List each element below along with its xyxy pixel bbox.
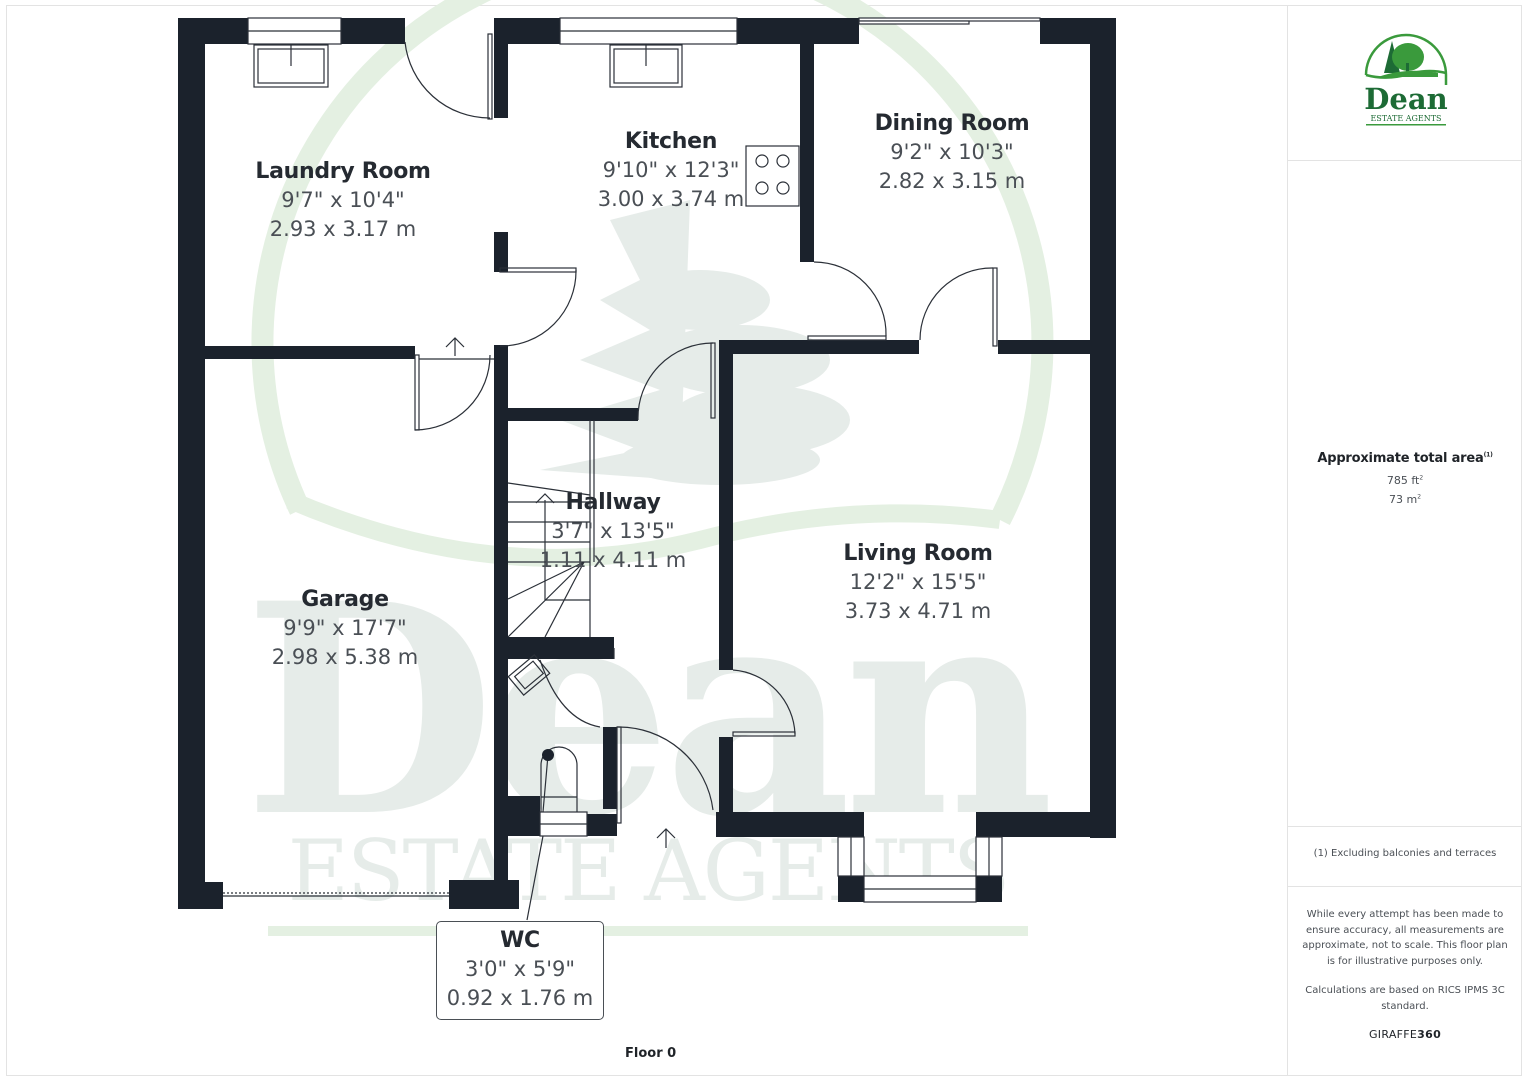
sidebar-divider xyxy=(1287,5,1288,1076)
floor-label: Floor 0 xyxy=(625,1046,677,1061)
room-dim-metric: 0.92 x 1.76 m xyxy=(446,986,594,1010)
total-area-title-text: Approximate total area xyxy=(1317,451,1484,466)
room-name: Living Room xyxy=(843,541,993,566)
credit-light: GIRAFFE xyxy=(1368,1028,1418,1041)
wc-leader-dot xyxy=(542,749,554,761)
logo-tagline-text: ESTATE AGENTS xyxy=(1370,114,1441,123)
room-dim-metric: 2.82 x 3.15 m xyxy=(878,169,1026,193)
room-label-laundry: Laundry Room 9'7" x 10'4" 2.93 x 3.17 m xyxy=(255,158,431,244)
room-dim-imperial: 12'2" x 15'5" xyxy=(849,570,987,594)
room-dim-imperial: 9'9" x 17'7" xyxy=(283,616,407,640)
svg-text:ESTATE AGENTS: ESTATE AGENTS xyxy=(288,822,1009,920)
room-dim-imperial: 3'0" x 5'9" xyxy=(464,957,576,981)
logo-arc-icon xyxy=(1364,33,1448,85)
room-name: Kitchen xyxy=(624,129,718,154)
sidebar-separator xyxy=(1288,826,1522,827)
room-dim-imperial: 9'2" x 10'3" xyxy=(890,140,1014,164)
room-label-garage: Garage 9'9" x 17'7" 2.98 x 5.38 m xyxy=(272,586,418,672)
room-dim-metric: 3.00 x 3.74 m xyxy=(597,187,745,211)
sqm-sup: 2 xyxy=(1417,493,1422,501)
dean-logo: Dean ESTATE AGENTS xyxy=(1364,33,1448,126)
sidebar-separator xyxy=(1288,886,1522,887)
room-name: WC xyxy=(500,928,540,953)
room-name: Hallway xyxy=(565,490,661,515)
room-dim-imperial: 3'7" x 13'5" xyxy=(551,519,675,543)
page-frame xyxy=(6,5,1522,1076)
room-label-kitchen: Kitchen 9'10" x 12'3" 3.00 x 3.74 m xyxy=(598,128,744,214)
footnote-marker: (1) xyxy=(1483,451,1493,459)
room-label-hallway: Hallway 3'7" x 13'5" 1.11 x 4.11 m xyxy=(540,489,686,575)
disclaimer: While every attempt has been made to ens… xyxy=(1302,907,1508,1028)
tree-icon xyxy=(1378,41,1438,77)
fixtures xyxy=(223,17,1041,921)
giraffe360-credit: GIRAFFE360 xyxy=(1288,1028,1522,1041)
sqft-sup: 2 xyxy=(1419,474,1424,482)
room-dim-imperial: 9'10" x 12'3" xyxy=(602,158,740,182)
room-dim-imperial: 9'7" x 10'4" xyxy=(281,188,405,212)
total-area-sqft: 785 ft2 xyxy=(1288,474,1522,487)
room-dim-metric: 3.73 x 4.71 m xyxy=(844,599,992,623)
area-footnote: (1) Excluding balconies and terraces xyxy=(1313,848,1497,859)
room-dim-metric: 2.93 x 3.17 m xyxy=(269,217,417,241)
room-dim-metric: 2.98 x 5.38 m xyxy=(271,645,419,669)
room-name: Garage xyxy=(301,587,389,612)
total-area-title: Approximate total area(1) xyxy=(1288,451,1522,466)
total-area: Approximate total area(1) 785 ft2 73 m2 xyxy=(1288,451,1522,506)
svg-text:Dean: Dean xyxy=(244,541,1052,881)
room-dim-metric: 1.11 x 4.11 m xyxy=(539,548,687,572)
sqft-value: 785 ft xyxy=(1386,474,1420,487)
room-label-dining: Dining Room 9'2" x 10'3" 2.82 x 3.15 m xyxy=(875,110,1030,196)
total-area-sqm: 73 m2 xyxy=(1288,493,1522,506)
watermark: Dean ESTATE AGENTS xyxy=(244,0,1060,936)
room-label-living: Living Room 12'2" x 15'5" 3.73 x 4.71 m xyxy=(843,540,993,626)
walls xyxy=(178,18,1116,909)
disclaimer-accuracy: While every attempt has been made to ens… xyxy=(1302,909,1508,967)
floor-plan: Dean ESTATE AGENTS xyxy=(178,0,1116,936)
room-name: Laundry Room xyxy=(255,159,431,184)
sidebar-separator xyxy=(1288,160,1522,161)
sidebar: Dean ESTATE AGENTS Approximate total are… xyxy=(1288,5,1522,1076)
room-label-wc: WC 3'0" x 5'9" 0.92 x 1.76 m xyxy=(447,927,593,1013)
logo-brand-text: Dean xyxy=(1364,82,1447,116)
wc-callout-box xyxy=(436,921,604,1020)
sqm-value: 73 m xyxy=(1388,493,1418,506)
room-name: Dining Room xyxy=(874,111,1030,136)
disclaimer-calculations: Calculations are based on RICS IPMS 3C s… xyxy=(1305,985,1505,1012)
credit-bold: 360 xyxy=(1417,1028,1442,1041)
